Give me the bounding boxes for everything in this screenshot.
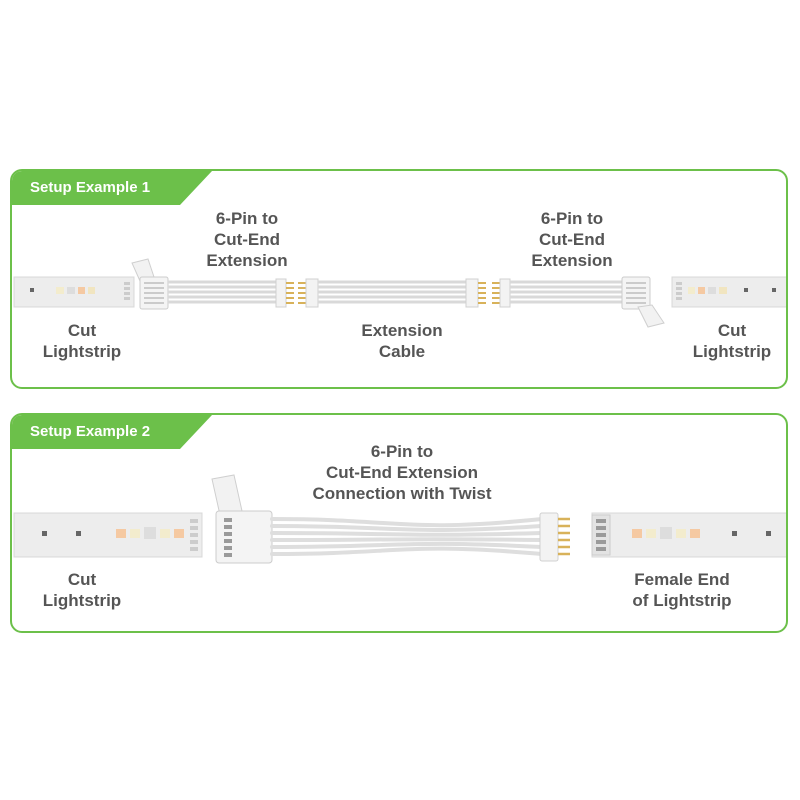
right-cut-lightstrip (671, 276, 786, 308)
setup-example-2-tab: Setup Example 2 (12, 415, 212, 449)
label-left-extension: 6-Pin to Cut-End Extension (206, 209, 288, 270)
label-extension-cable: Extension Cable (361, 321, 443, 361)
label-right-cut-lightstrip: Cut Lightstrip (692, 321, 772, 361)
setup-example-1-tab: Setup Example 1 (12, 171, 212, 205)
setup-2-illustration (13, 474, 786, 564)
extension-cable (298, 278, 486, 308)
setup-example-2-panel: Setup Example 2 (10, 413, 788, 633)
label-left-cut-lightstrip: Cut Lightstrip (42, 321, 122, 361)
right-6pin-extension (492, 276, 665, 328)
setup-example-1-panel: Setup Example 1 (10, 169, 788, 389)
setup-1-illustration (13, 258, 786, 328)
label-right-extension: 6-Pin to Cut-End Extension (531, 209, 613, 270)
left-cut-lightstrip-2 (13, 512, 203, 558)
female-end-lightstrip (591, 512, 786, 558)
twisted-6pin-extension (211, 474, 570, 564)
left-6pin-extension (131, 258, 294, 310)
left-cut-lightstrip (13, 276, 135, 308)
label-cut-lightstrip-2: Cut Lightstrip (42, 570, 122, 610)
label-twist-extension: 6-Pin to Cut-End Extension Connection wi… (312, 442, 492, 503)
label-female-end: Female End of Lightstrip (632, 570, 732, 610)
